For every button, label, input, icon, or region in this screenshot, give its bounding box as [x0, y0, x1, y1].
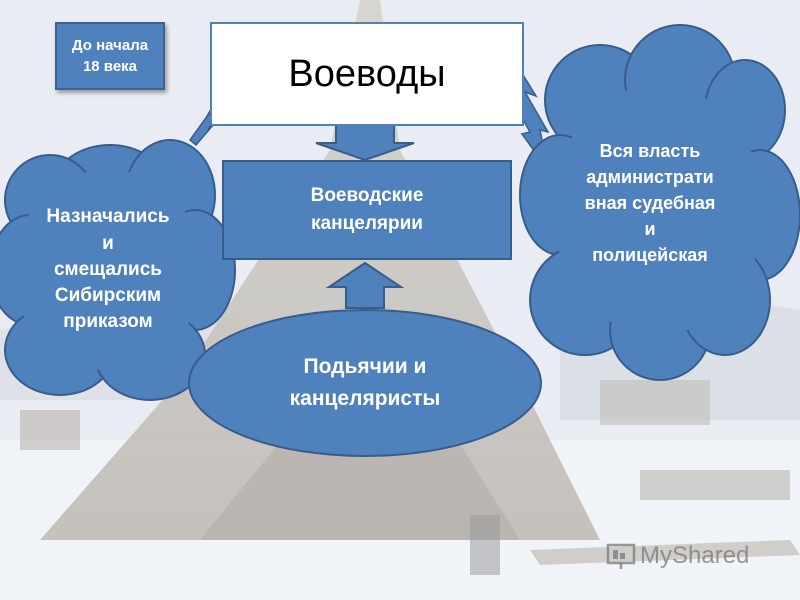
- right-cloud-line: и: [644, 219, 656, 240]
- bottom-oval-text: Подьячии и канцеляристы: [215, 335, 515, 430]
- left-cloud-line: Назначались: [46, 206, 170, 228]
- left-cloud-line: смещались: [53, 258, 162, 280]
- bottom-oval-line1: Подьячии и: [303, 355, 427, 378]
- bottom-oval-line2: канцеляристы: [289, 386, 441, 410]
- kancelyarii-line2: канцелярии: [311, 213, 423, 234]
- arrow-down: [315, 123, 415, 162]
- left-cloud-text: Назначались и смещались Сибирским приказ…: [18, 185, 198, 355]
- kancelyarii-box: Воеводские канцелярии: [222, 160, 512, 260]
- kancelyarii-line1: Воеводские: [310, 185, 424, 207]
- voevody-box: Воеводы: [210, 22, 524, 126]
- right-cloud-line: вная судебная: [584, 192, 716, 213]
- left-cloud-line: приказом: [63, 311, 153, 333]
- period-tag-line1: До начала: [71, 37, 149, 54]
- voevody-label: Воеводы: [288, 52, 446, 95]
- watermark: MyShared: [606, 538, 749, 574]
- period-tag: До начала 18 века: [55, 22, 165, 90]
- right-cloud-line: Вся власть: [599, 140, 701, 161]
- bottom-oval: [188, 309, 542, 457]
- presentation-icon: [606, 543, 636, 569]
- right-cloud: [519, 24, 800, 381]
- right-cloud-line: администрати: [586, 166, 714, 187]
- left-cloud-line: и: [102, 232, 114, 254]
- left-cloud-line: Сибирским: [54, 285, 162, 307]
- left-cloud: [0, 139, 236, 401]
- right-cloud-line: полицейская: [592, 245, 708, 266]
- arrow-up: [325, 261, 405, 309]
- right-cloud-text: Вся власть администрати вная судебная и …: [550, 118, 750, 288]
- watermark-text: MyShared: [640, 542, 750, 569]
- period-tag-line2: 18 века: [82, 58, 138, 75]
